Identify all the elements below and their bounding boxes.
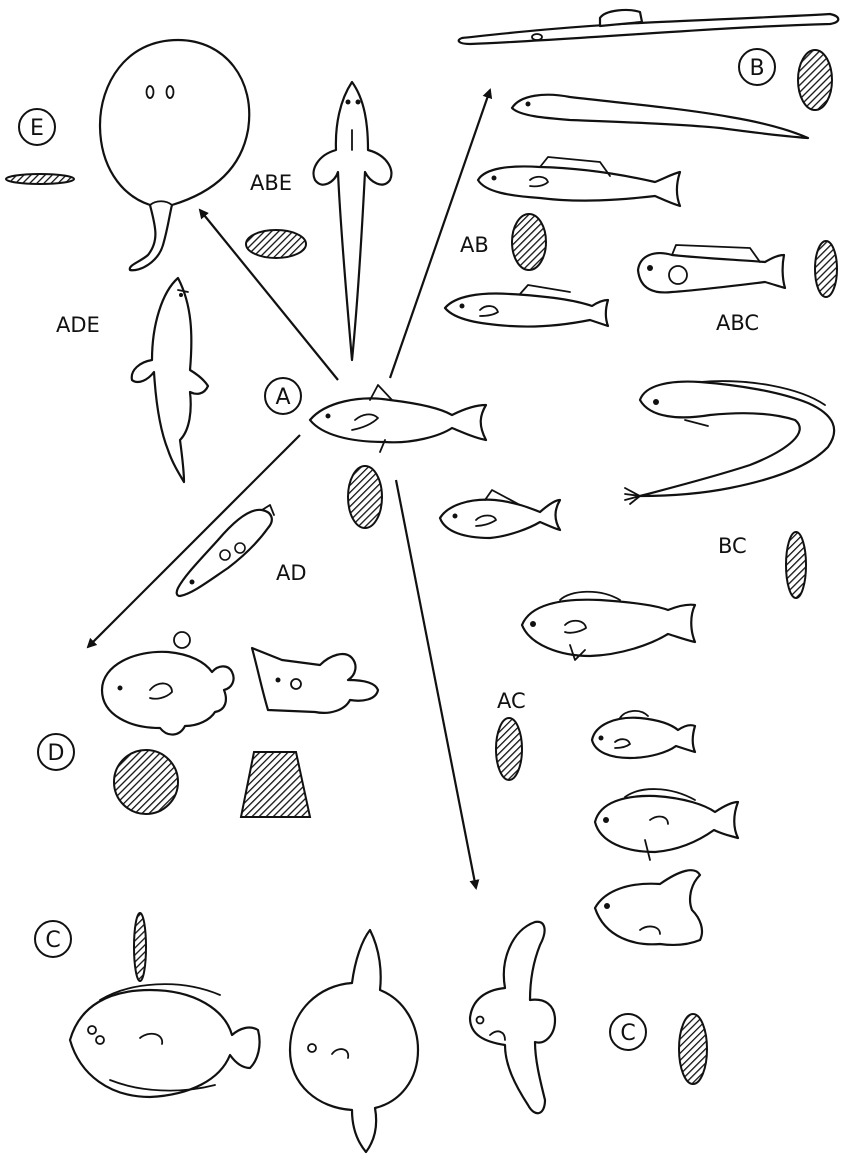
svg-text:D: D xyxy=(48,741,65,766)
circled-label-B: B xyxy=(739,49,775,85)
clownfish xyxy=(592,711,695,758)
central-fish xyxy=(310,385,486,452)
svg-text:E: E xyxy=(30,116,44,141)
cross-section-E xyxy=(6,174,74,184)
ribbonfish xyxy=(625,381,834,504)
flounder xyxy=(70,984,260,1097)
svg-text:C: C xyxy=(45,928,60,953)
svg-text:B: B xyxy=(749,56,764,81)
svg-text:C: C xyxy=(620,1021,635,1046)
cross-section-AC xyxy=(496,718,522,780)
pipefish xyxy=(459,10,839,44)
cross-sections xyxy=(6,50,837,1084)
label-AB: AB xyxy=(460,233,489,257)
cross-section-AB xyxy=(512,214,546,270)
arrow-to-D xyxy=(88,435,300,647)
elongate-fish xyxy=(478,157,680,206)
boxfish xyxy=(252,648,378,713)
ocean-sunfish xyxy=(290,930,418,1152)
label-ABE: ABE xyxy=(250,171,292,195)
label-ABC: ABC xyxy=(716,311,759,335)
label-ADE: ADE xyxy=(56,313,100,337)
label-AC: AC xyxy=(497,689,526,713)
angel-shark xyxy=(132,278,208,482)
blenny-fish xyxy=(638,245,785,292)
circled-label-D: D xyxy=(38,734,74,770)
guitarfish xyxy=(314,82,392,360)
svg-text:A: A xyxy=(275,385,290,410)
batfish xyxy=(470,922,555,1113)
snapper-fish xyxy=(595,789,738,860)
cross-section-C-top xyxy=(134,913,146,981)
cross-section-C-bottom xyxy=(679,1014,707,1084)
pufferfish xyxy=(102,632,234,735)
cross-section-ABE xyxy=(246,230,306,258)
circled-label-A: A xyxy=(265,378,301,414)
arrow-to-C xyxy=(396,480,476,888)
cross-section-D-round xyxy=(114,750,178,814)
eel xyxy=(512,95,808,138)
cross-section-D-trapezoid xyxy=(241,752,310,817)
cross-section-ABC xyxy=(815,241,837,297)
cross-section-BC xyxy=(786,532,806,598)
label-BC: BC xyxy=(718,534,747,558)
circled-label-C-top: C xyxy=(35,921,71,957)
cross-section-A xyxy=(348,466,382,528)
perch-fish xyxy=(522,592,695,660)
circled-label-E: E xyxy=(19,109,55,145)
minnow-fish xyxy=(445,285,608,327)
label-AD: AD xyxy=(276,561,307,585)
angelfish xyxy=(595,870,702,945)
trumpetfish xyxy=(177,505,274,596)
circled-label-C-bottom: C xyxy=(610,1014,646,1050)
ray-fish xyxy=(100,40,249,270)
cross-section-B xyxy=(798,50,832,110)
perch-fish-small xyxy=(440,490,560,538)
